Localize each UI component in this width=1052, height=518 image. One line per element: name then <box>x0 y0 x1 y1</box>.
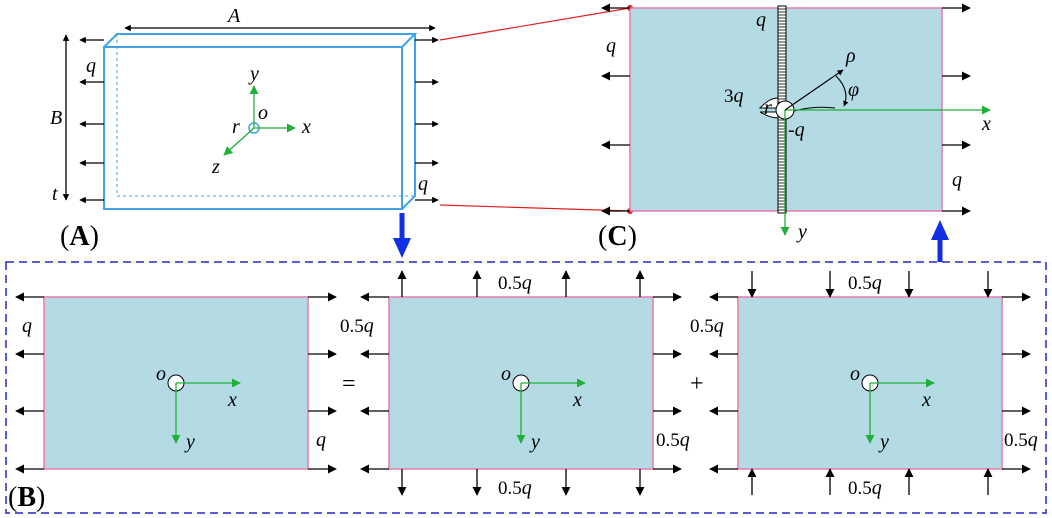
label-y-b2: y <box>529 431 540 453</box>
panel-label-a: (A) <box>60 221 99 252</box>
load-arrows-b2-top <box>397 270 645 297</box>
equals-sign: = <box>342 371 356 397</box>
label-o-b2: o <box>501 363 511 385</box>
axes-c: x y ρ φ r q 3q -q <box>724 9 991 243</box>
label-q-a-right: q <box>418 173 428 195</box>
label-3q: 3q <box>724 85 744 107</box>
panel-b-box <box>5 261 1047 514</box>
label-q-c-top: q <box>756 9 766 31</box>
panel-label-b: (B) <box>8 482 45 513</box>
label-q-c-left: q <box>606 35 616 57</box>
label-dim-b: B <box>50 107 62 129</box>
label-rho: ρ <box>845 45 856 67</box>
load-arrows-b1-left <box>15 292 44 474</box>
load-arrows-b3-right <box>1002 292 1031 474</box>
connector-lines <box>439 5 633 214</box>
label-q-b1-right: q <box>316 429 326 451</box>
plus-sign: + <box>690 371 704 397</box>
panel-a: A B t q <box>50 5 439 252</box>
dimension-a: A <box>124 5 436 32</box>
load-arrows-b2-left <box>360 292 389 474</box>
label-x-a: x <box>301 116 311 138</box>
label-05q-b2-left: 0.5q <box>340 315 374 337</box>
label-q-c-right: q <box>952 169 962 191</box>
label-05q-b3-left: 0.5q <box>690 315 724 337</box>
panel-b-plate-2: 0.5q 0.5q 0.5q 0.5q o x y <box>340 270 690 499</box>
label-o-b3: o <box>850 363 860 385</box>
panel-b-plate-3: 0.5q 0.5q 0.5q 0.5q o x y <box>690 271 1038 499</box>
load-arrows-b2-right <box>653 292 682 474</box>
label-neg-q: -q <box>788 119 805 141</box>
load-arrows-c-right <box>942 3 971 216</box>
label-q-a-left: q <box>86 55 96 77</box>
label-05q-b2-right: 0.5q <box>656 429 690 451</box>
label-x-b2: x <box>572 389 582 411</box>
load-arrows-a-left <box>79 36 104 204</box>
dimension-b: B t <box>50 34 70 205</box>
label-dim-a: A <box>226 5 241 27</box>
label-z-a: z <box>211 156 220 178</box>
panel-label-c: (C) <box>598 221 637 252</box>
label-y-b1: y <box>184 431 195 453</box>
panel-c: q q x y ρ φ r q 3q -q (C) <box>598 3 991 252</box>
label-y-b3: y <box>878 431 889 453</box>
load-arrows-c-left <box>601 3 630 216</box>
label-r-a: r <box>232 116 240 138</box>
label-05q-b3-top: 0.5q <box>848 272 882 294</box>
load-arrows-a-right <box>415 36 439 204</box>
label-thickness-t: t <box>52 183 58 205</box>
label-r-c: r <box>764 97 772 119</box>
axes-a: y x z o r <box>211 63 311 178</box>
blue-arrow-up <box>931 220 949 262</box>
label-q-b1-left: q <box>22 315 32 337</box>
label-05q-b3-right: 0.5q <box>1004 429 1038 451</box>
label-x-b1: x <box>227 389 237 411</box>
label-05q-b2-bottom: 0.5q <box>498 477 532 499</box>
label-phi: φ <box>848 79 859 101</box>
label-x-c: x <box>981 113 991 135</box>
label-o-a: o <box>258 102 268 124</box>
label-05q-b2-top: 0.5q <box>498 272 532 294</box>
label-x-b3: x <box>921 389 931 411</box>
load-arrows-b3-bottom <box>747 468 993 495</box>
blue-arrow-down <box>393 213 411 258</box>
load-arrows-b2-bottom <box>397 469 645 496</box>
label-y-c: y <box>796 221 807 243</box>
load-arrows-b3-left <box>709 292 738 474</box>
label-05q-b3-bottom: 0.5q <box>848 477 882 499</box>
label-o-b1: o <box>156 363 166 385</box>
load-arrows-b3-top <box>747 271 993 298</box>
label-y-a: y <box>248 63 259 85</box>
panel-b-plate-1: q q o x y <box>15 292 337 474</box>
load-arrows-b1-right <box>308 292 337 474</box>
